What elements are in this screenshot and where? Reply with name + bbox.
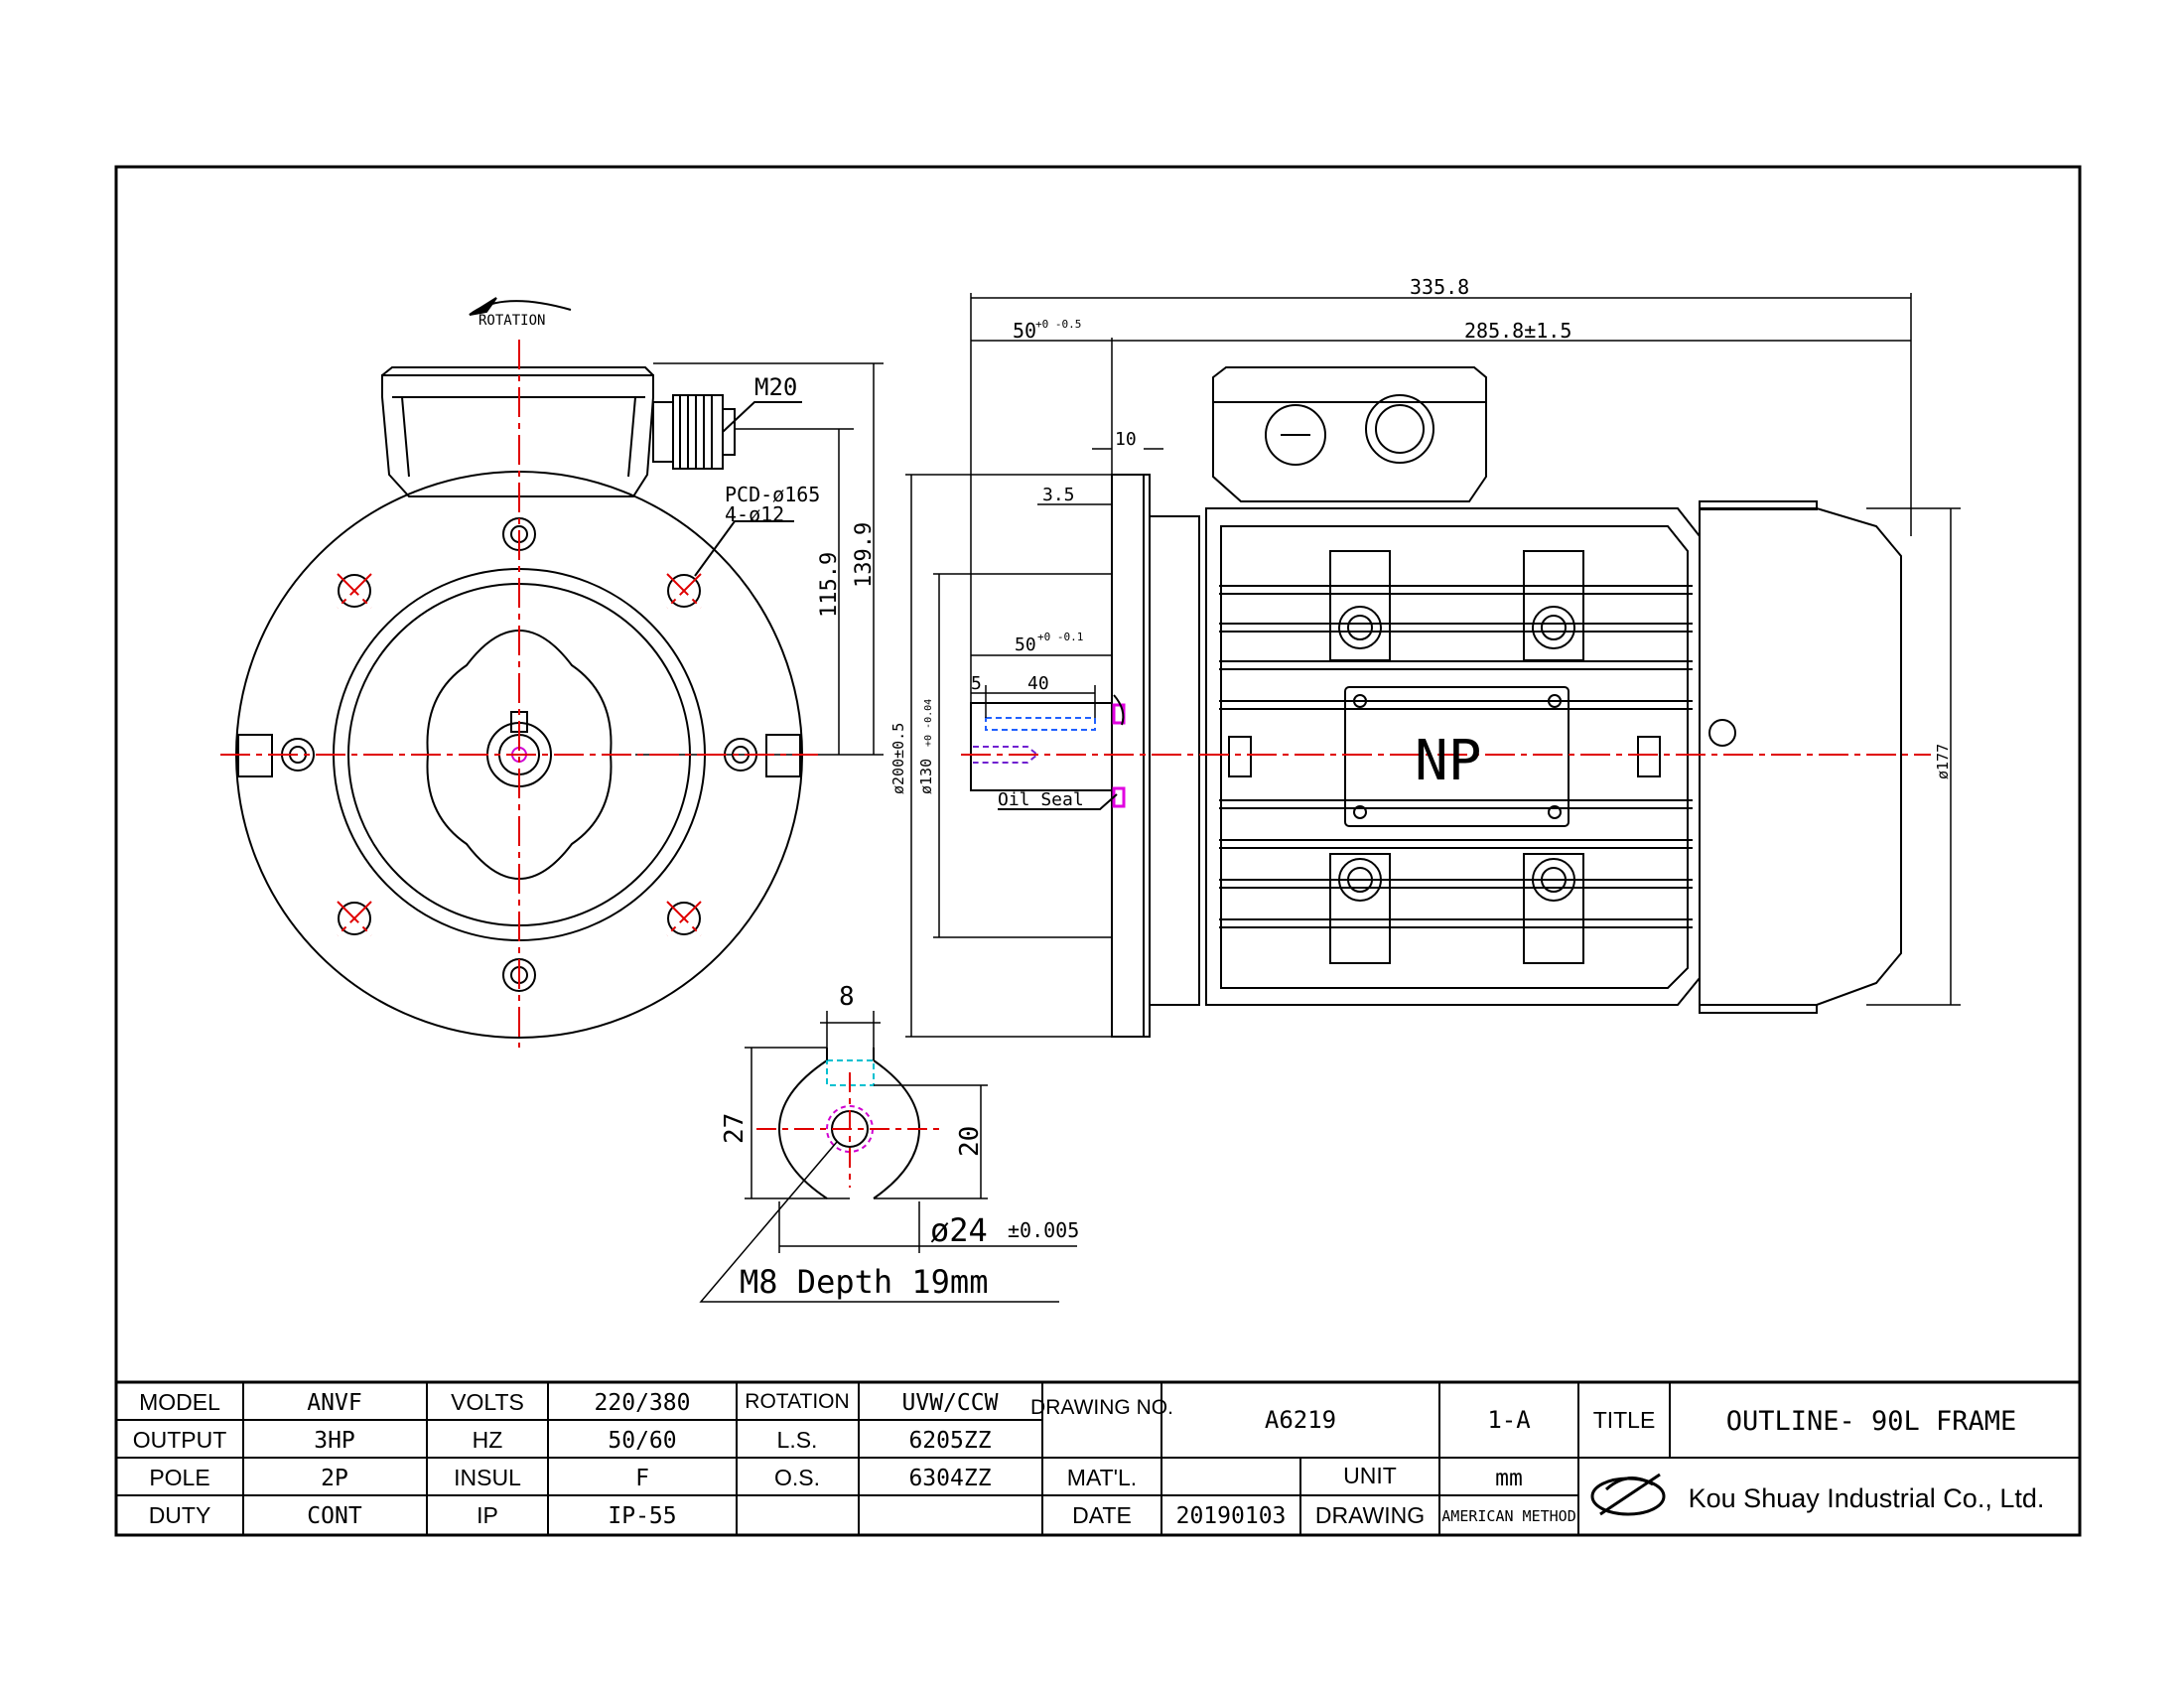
rotation-arrowhead-icon [469,297,497,316]
ground-screw-icon [1708,719,1736,747]
tb-insul-label: INSUL [454,1465,521,1490]
shaft-centerlines [756,1072,939,1188]
dim-50-b-tol: +0 -0.1 [1037,631,1083,643]
cable-gland [722,408,736,456]
tb-sheet: 1-A [1487,1406,1531,1434]
pcd-label: PCD-ø165 [725,483,820,506]
dim-20: 20 [955,1126,985,1157]
tb-unit-label: UNIT [1343,1463,1397,1488]
tb-method: AMERICAN METHOD [1441,1507,1575,1525]
tb-os-label: O.S. [774,1465,820,1490]
dim-24: ø24 [930,1211,988,1249]
dim-10: 10 [1115,429,1137,450]
tb-ls-value: 6205ZZ [908,1428,991,1454]
terminal-box-lid [381,366,654,376]
sheet-border [114,165,2082,1537]
dim-3-5: 3.5 [1042,485,1075,505]
tb-output-label: OUTPUT [133,1427,227,1453]
terminal-box-front [381,374,654,497]
dim-115-9: 115.9 [817,552,842,618]
dim-5: 5 [971,673,982,694]
tb-drawing-no-label: DRAWING NO. [1030,1396,1173,1419]
tb-company: Kou Shuay Industrial Co., Ltd. [1689,1483,2045,1513]
oil-seal-label: Oil Seal [998,789,1084,810]
dim-177: ø177 [1934,744,1952,779]
tb-drawing-label: DRAWING [1315,1502,1425,1528]
terminal-box-side [1212,366,1487,502]
tb-date-value: 20190103 [1176,1503,1287,1529]
tb-unit-value: mm [1495,1466,1523,1491]
dim-130: ø130 [917,759,935,794]
tb-volts-value: 220/380 [595,1390,691,1416]
side-view [905,293,1961,1038]
tb-ls-label: L.S. [777,1427,818,1453]
dim-27: 27 [720,1113,750,1144]
nameplate-label: NP [1415,729,1481,793]
company-logo [1590,1473,1666,1516]
tb-output-value: 3HP [314,1428,355,1454]
thread-label: M8 Depth 19mm [740,1263,988,1301]
dim-8: 8 [839,982,855,1012]
title-block [116,1380,2080,1535]
tb-duty-label: DUTY [149,1502,211,1528]
tb-matl-label: MAT'L. [1067,1465,1137,1490]
dim-200: ø200±0.5 [889,723,907,794]
holes-label: 4-ø12 [725,502,784,526]
dim-130-tol: +0 -0.04 [923,699,934,747]
nameplate [1344,686,1570,827]
rotation-label: ROTATION [478,313,545,329]
tb-pole-label: POLE [149,1465,209,1490]
shaft-section [699,1011,1077,1303]
dim-40: 40 [1027,673,1049,694]
dim-24-tol: ±0.005 [1008,1218,1079,1242]
dim-50-a-tol: +0 -0.5 [1035,318,1081,331]
tb-duty-value: CONT [307,1503,362,1529]
tb-volts-label: VOLTS [451,1389,524,1415]
tb-insul-value: F [635,1466,649,1491]
shaft-side [970,702,1113,791]
tb-rotation-label: ROTATION [745,1390,849,1413]
front-centerlines [220,340,818,1048]
m20-label: M20 [754,373,797,401]
tb-model-label: MODEL [139,1389,220,1415]
dim-285-8: 285.8±1.5 [1464,319,1571,343]
fan-cover [1699,507,1902,1006]
tb-rotation-value: UVW/CCW [902,1390,999,1416]
front-view [235,297,884,1039]
dim-335-8: 335.8 [1410,275,1469,299]
title-block-text: MODEL ANVF VOLTS 220/380 ROTATION UVW/CC… [133,1389,2045,1529]
tb-model-value: ANVF [307,1390,361,1416]
tb-title: OUTLINE- 90L FRAME [1726,1406,2017,1437]
dim-139-9: 139.9 [852,522,877,588]
tb-pole-value: 2P [321,1466,348,1491]
dim-50-a: 50 [1013,319,1036,343]
tb-drawing-no: A6219 [1265,1406,1336,1434]
dim-50-b: 50 [1015,634,1036,655]
tb-title-label: TITLE [1593,1407,1656,1433]
tb-date-label: DATE [1072,1502,1132,1528]
tb-hz-label: HZ [473,1427,503,1453]
tb-ip-value: IP-55 [608,1503,676,1529]
tb-hz-value: 50/60 [608,1428,676,1454]
tb-os-value: 6304ZZ [908,1466,991,1491]
tb-ip-label: IP [477,1502,498,1528]
